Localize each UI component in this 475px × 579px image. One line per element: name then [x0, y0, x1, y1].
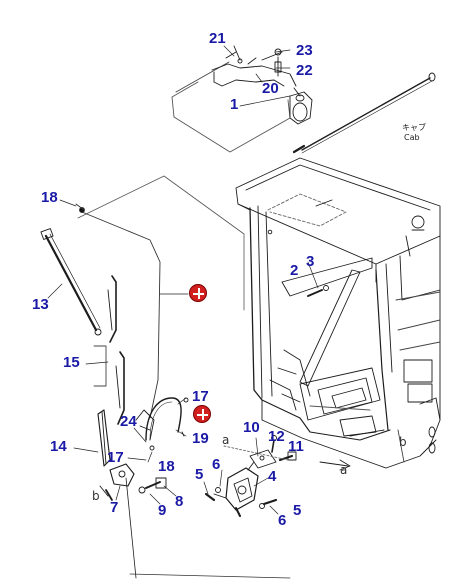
red-plus-marker-upper[interactable] [189, 284, 207, 302]
callout-19[interactable]: 19 [192, 430, 209, 447]
wiper-blade-15 [93, 275, 125, 425]
callout-9[interactable]: 9 [158, 502, 167, 519]
callout-5-lower[interactable]: 5 [293, 502, 302, 519]
red-plus-marker-lower[interactable] [193, 405, 211, 423]
callout-3[interactable]: 3 [306, 253, 315, 270]
callout-17-lower[interactable]: 17 [107, 449, 124, 466]
leader-lines [47, 45, 319, 515]
lower-motor-4 [204, 435, 297, 517]
callout-24[interactable]: 24 [120, 413, 137, 430]
ref-letter-b-2: b [399, 435, 407, 449]
top-motor-assembly [171, 45, 436, 154]
cab-body [235, 157, 441, 471]
ref-letter-a-2: a [340, 463, 348, 477]
callout-13[interactable]: 13 [32, 296, 49, 313]
callout-20[interactable]: 20 [262, 80, 279, 97]
callout-11[interactable]: 11 [288, 438, 304, 455]
callout-15[interactable]: 15 [63, 354, 80, 371]
fasteners-8-9 [138, 477, 167, 494]
callout-12[interactable]: 12 [268, 428, 285, 445]
bracket-24 [135, 409, 155, 451]
ref-letter-b-1: b [92, 489, 100, 503]
window-glass [75, 175, 245, 419]
wiper-arm-13 [40, 228, 102, 336]
callout-5-upper[interactable]: 5 [195, 466, 204, 483]
ref-letter-a-1: a [222, 433, 230, 447]
callout-23[interactable]: 23 [296, 42, 313, 59]
callout-14[interactable]: 14 [50, 438, 67, 455]
callout-22[interactable]: 22 [296, 62, 313, 79]
callout-18-lower[interactable]: 18 [158, 458, 175, 475]
callout-6-lower[interactable]: 6 [278, 512, 287, 529]
callout-18-top[interactable]: 18 [41, 189, 58, 206]
callout-17-upper[interactable]: 17 [192, 388, 209, 405]
callout-10[interactable]: 10 [243, 419, 260, 436]
lower-pivot-7 [99, 463, 137, 579]
callout-8[interactable]: 8 [175, 493, 184, 510]
callout-6-upper[interactable]: 6 [212, 456, 221, 473]
callout-7[interactable]: 7 [110, 499, 119, 516]
callout-4[interactable]: 4 [268, 468, 277, 485]
callout-2[interactable]: 2 [290, 262, 299, 279]
cab-label-en: Cab [404, 133, 420, 142]
cab-label-jp: キャブ [402, 123, 426, 132]
callout-1[interactable]: 1 [230, 96, 239, 113]
callout-21[interactable]: 21 [209, 30, 226, 47]
wiper-arm-14 [97, 409, 111, 467]
